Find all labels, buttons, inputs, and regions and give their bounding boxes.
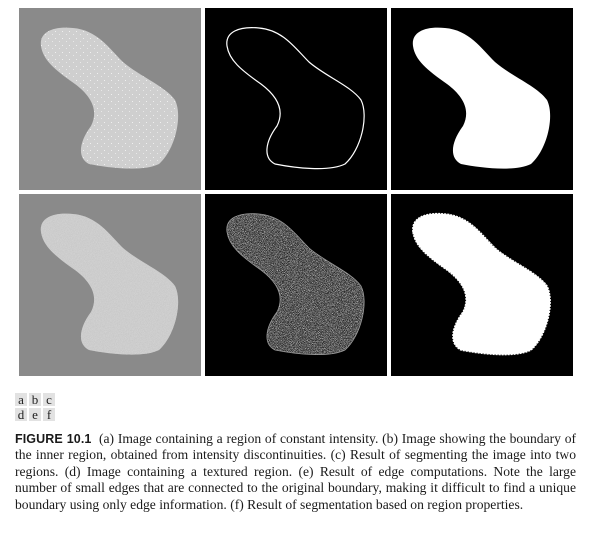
panel-key-f: f <box>43 408 55 421</box>
caption-text: (a) Image containing a region of constan… <box>15 431 577 512</box>
panel-key-grid: a b c d e f <box>15 393 55 421</box>
panel-c-graphic <box>412 27 551 169</box>
panel-key-c: c <box>43 393 55 406</box>
panel-key-d: d <box>15 408 27 421</box>
edge-map-region <box>226 213 365 355</box>
edge-boundary <box>226 213 365 356</box>
panel-key-b: b <box>29 393 41 406</box>
panel-key-e: e <box>29 408 41 421</box>
segmented-region <box>412 27 551 169</box>
panel-d-textured-region-image <box>19 194 201 376</box>
panel-b-boundary-image <box>205 8 387 190</box>
figure-label: FIGURE 10.1 <box>15 432 92 446</box>
panel-e-graphic <box>226 213 365 356</box>
panel-e-edge-computation-image <box>205 194 387 376</box>
region-boundary-line <box>226 27 365 170</box>
panel-b-graphic <box>226 27 365 170</box>
figure-caption: FIGURE 10.1 (a) Image containing a regio… <box>15 431 576 513</box>
panel-f-graphic <box>412 212 551 356</box>
region-based-segment <box>412 212 551 356</box>
textured-region <box>40 213 179 355</box>
panel-key-a: a <box>15 393 27 406</box>
constant-intensity-region <box>40 27 179 169</box>
panel-c-segmentation-image <box>391 8 573 190</box>
panel-a-graphic <box>40 27 179 169</box>
panel-f-region-segmentation-image <box>391 194 573 376</box>
panel-d-graphic <box>40 213 179 355</box>
panel-a-constant-region-image <box>19 8 201 190</box>
